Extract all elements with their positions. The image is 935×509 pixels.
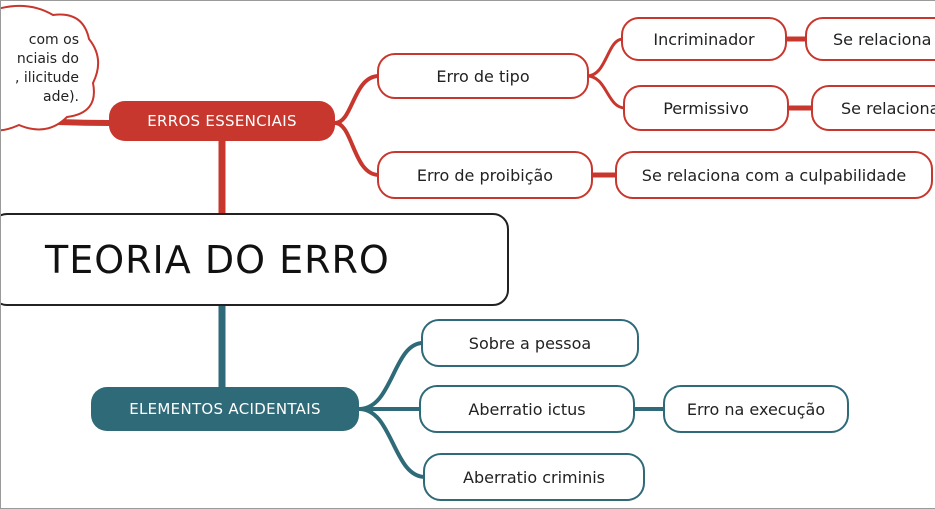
cloud-line-2: nciais do (16, 51, 79, 67)
proibicao-relation-node[interactable]: Se relaciona com a culpabilidade (615, 151, 933, 199)
erro-de-tipo-node[interactable]: Erro de tipo (377, 53, 589, 99)
permissivo-node[interactable]: Permissivo (623, 85, 789, 131)
cloud-shape (1, 4, 100, 132)
central-topic-node[interactable]: TEORIA DO ERRO (1, 213, 509, 306)
aberratio-ictus-node[interactable]: Aberratio ictus (419, 385, 635, 433)
cloud-note: com os nciais do , ilicitude ade). (1, 31, 79, 107)
erro-na-execucao-node[interactable]: Erro na execução (663, 385, 849, 433)
aberratio-criminis-node[interactable]: Aberratio criminis (423, 453, 645, 501)
permissivo-relation-node[interactable]: Se relaciona (811, 85, 935, 131)
elementos-acidentais-node[interactable]: ELEMENTOS ACIDENTAIS (91, 387, 359, 431)
cloud-line-3: , ilicitude (14, 70, 79, 86)
cloud-line-1: com os (28, 32, 79, 48)
erros-essenciais-node[interactable]: ERROS ESSENCIAIS (109, 101, 335, 141)
incriminador-node[interactable]: Incriminador (621, 17, 787, 61)
sobre-a-pessoa-node[interactable]: Sobre a pessoa (421, 319, 639, 367)
erro-de-proibicao-node[interactable]: Erro de proibição (377, 151, 593, 199)
incriminador-relation-node[interactable]: Se relaciona (805, 17, 935, 61)
cloud-line-4: ade). (43, 89, 79, 105)
